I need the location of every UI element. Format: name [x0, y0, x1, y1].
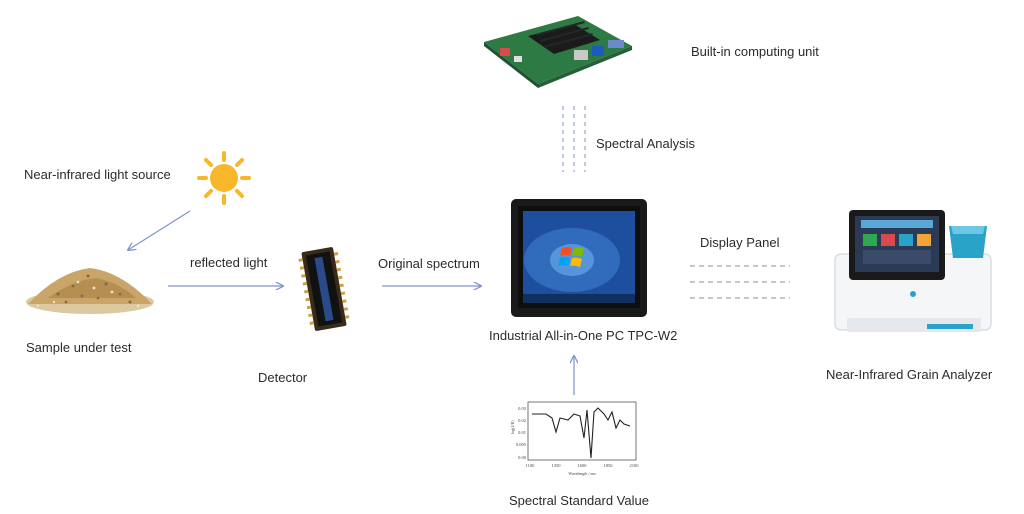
light-source-label: Near-infrared light source — [24, 167, 171, 182]
spectrum-y-label: log(1/R) — [510, 420, 515, 434]
dashed-link-display-panel — [690, 265, 790, 299]
grain-pile-icon — [26, 268, 154, 314]
spectrum-y-tick: 0.00 — [518, 455, 527, 460]
dashed-link-computing-unit — [562, 106, 586, 172]
original-spectrum-label: Original spectrum — [378, 256, 480, 271]
spectrum-y-tick: 0.005 — [516, 442, 527, 447]
spectrum-curve — [532, 407, 631, 459]
sample-label: Sample under test — [26, 340, 132, 355]
grain-analyzer-label: Near-Infrared Grain Analyzer — [826, 367, 993, 382]
detector-chip-icon — [298, 247, 350, 331]
reflected-light-label: reflected light — [190, 255, 268, 270]
spectrum-x-tick: 2100 — [630, 463, 640, 468]
spectrum-plot-icon: log(1/R) 0.03 0.02 0.01 0.005 0.00 1100 … — [510, 401, 640, 476]
spectrum-x-tick: 1850 — [604, 463, 614, 468]
spectrum-x-tick: 1600 — [578, 463, 588, 468]
spectrum-x-tick: 1100 — [526, 463, 536, 468]
motherboard-icon — [484, 16, 632, 88]
arrow-light-to-sample — [128, 210, 191, 250]
spectrum-x-tick: 1350 — [552, 463, 562, 468]
monitor-icon — [511, 199, 647, 317]
spectrum-x-label: Wavelength / nm — [568, 471, 596, 476]
spectrum-y-tick: 0.02 — [518, 418, 526, 423]
display-panel-label: Display Panel — [700, 235, 780, 250]
grain-analyzer-icon — [834, 210, 992, 332]
industrial-pc-label: Industrial All-in-One PC TPC-W2 — [489, 328, 678, 343]
spectrum-y-tick: 0.01 — [518, 430, 526, 435]
detector-label: Detector — [258, 370, 308, 385]
spectral-analysis-label: Spectral Analysis — [596, 136, 695, 151]
standard-value-label: Spectral Standard Value — [509, 493, 649, 508]
computing-unit-label: Built-in computing unit — [691, 44, 819, 59]
sun-icon — [197, 151, 251, 205]
spectrum-y-tick: 0.03 — [518, 406, 527, 411]
